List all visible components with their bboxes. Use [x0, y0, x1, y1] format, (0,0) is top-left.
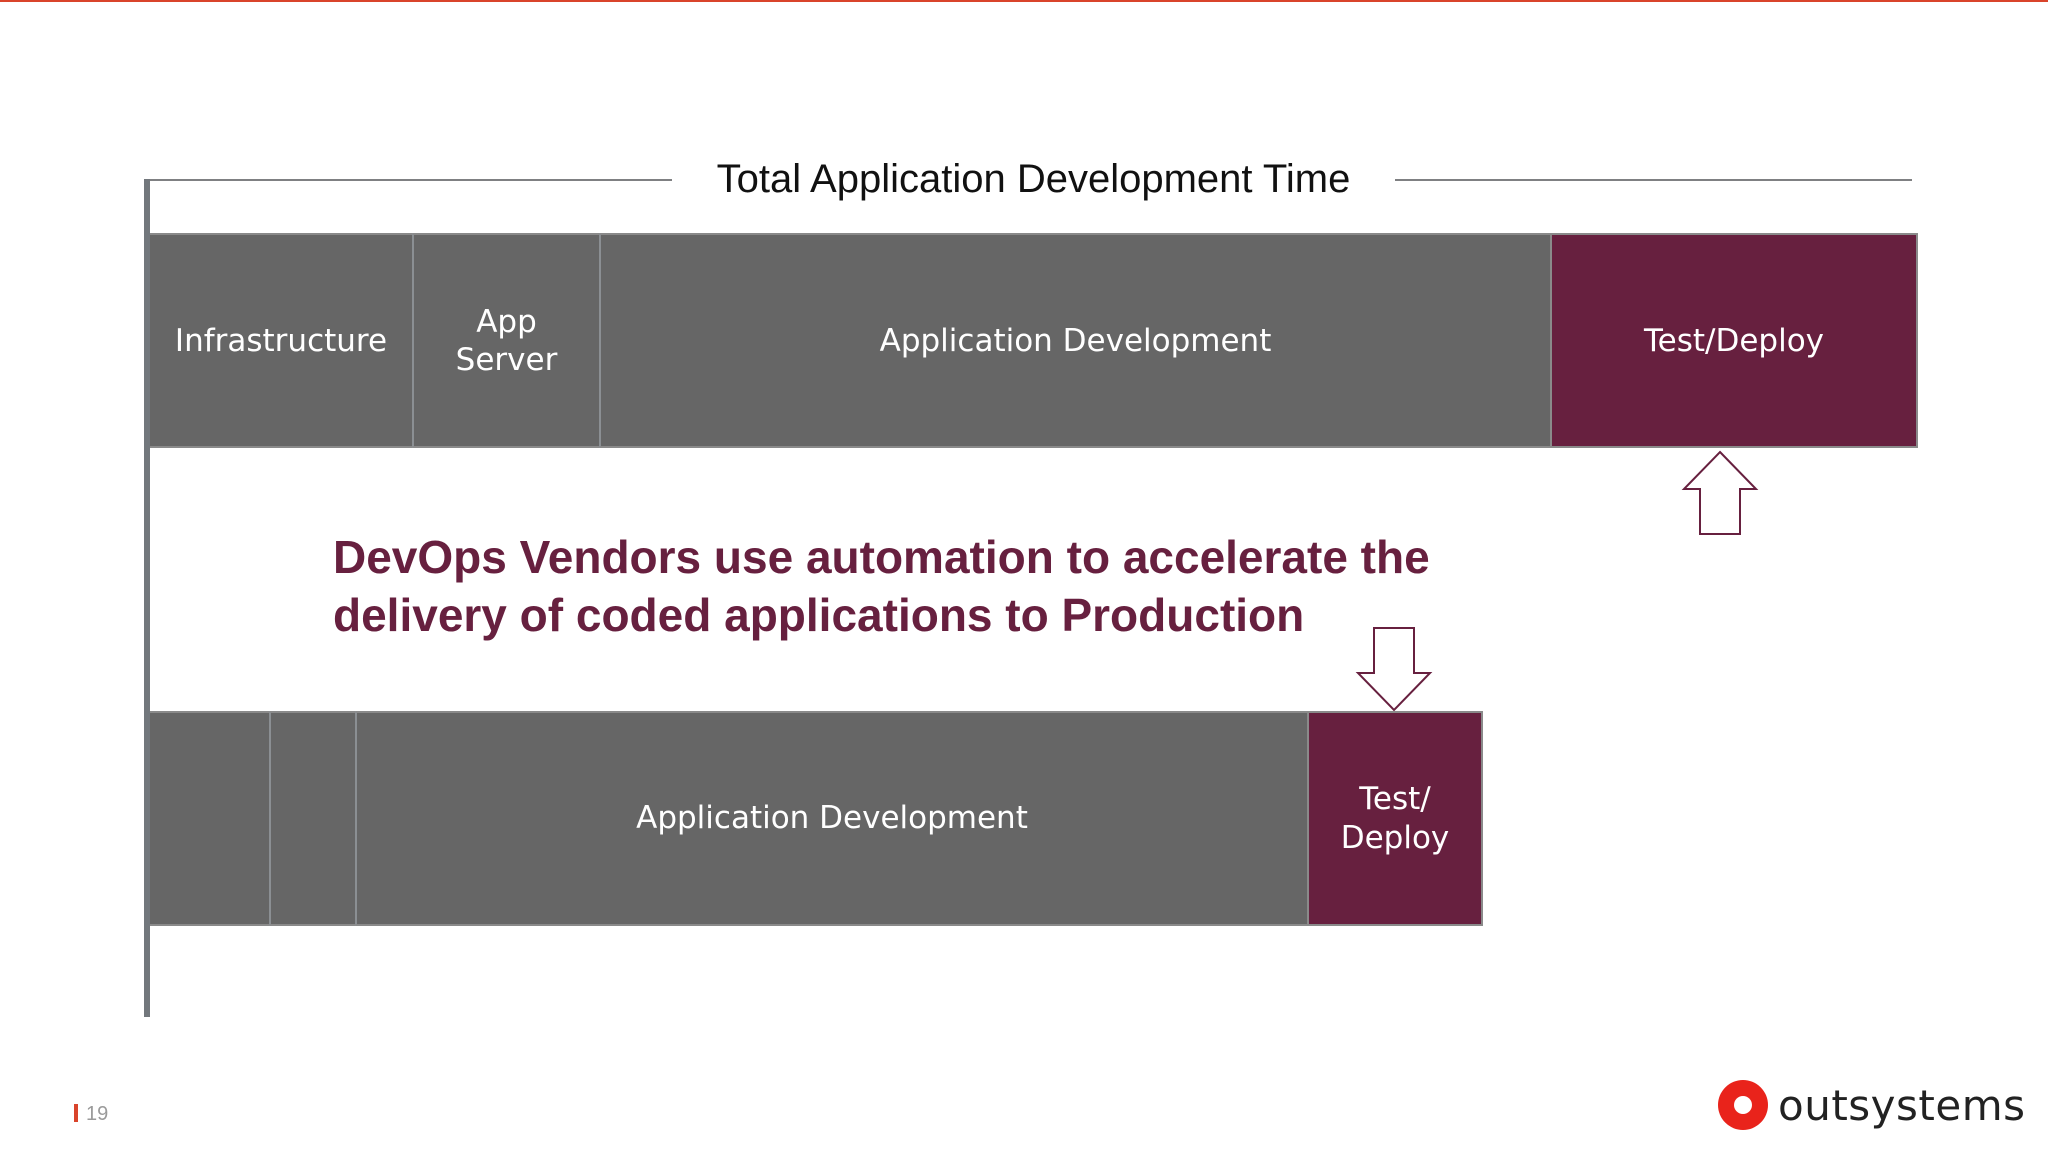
outsystems-logo: outsystems — [1718, 1080, 2026, 1130]
page-number: 19 — [86, 1103, 109, 1125]
segment-app-server-short — [269, 711, 355, 926]
segment-infrastructure: Infrastructure — [150, 233, 412, 448]
page-marker — [74, 1104, 78, 1122]
segment-application-development: Application Development — [599, 233, 1550, 448]
headline-text: DevOps Vendors use automation to acceler… — [333, 531, 1430, 641]
arrow-up-outline-icon — [1681, 450, 1759, 535]
title-line-left — [146, 179, 672, 181]
segment-test-deploy: Test/Deploy — [1550, 233, 1918, 448]
segment-test-deploy-short: Test/ Deploy — [1307, 711, 1483, 926]
segment-infrastructure-short — [150, 711, 269, 926]
top-accent-rule — [0, 0, 2048, 2]
segment-app-server: App Server — [412, 233, 599, 448]
time-axis — [144, 179, 150, 1017]
bottom-timeline-bar: Application Development Test/ Deploy — [150, 711, 1483, 926]
arrow-down-outline-icon — [1355, 627, 1433, 712]
diagram-title: Total Application Development Time — [716, 157, 1351, 201]
top-timeline-bar: Infrastructure App Server Application De… — [150, 233, 1918, 448]
title-line-right — [1395, 179, 1912, 181]
logo-text: outsystems — [1778, 1080, 2026, 1130]
outsystems-logo-icon — [1718, 1080, 1768, 1130]
segment-application-development: Application Development — [355, 711, 1307, 926]
